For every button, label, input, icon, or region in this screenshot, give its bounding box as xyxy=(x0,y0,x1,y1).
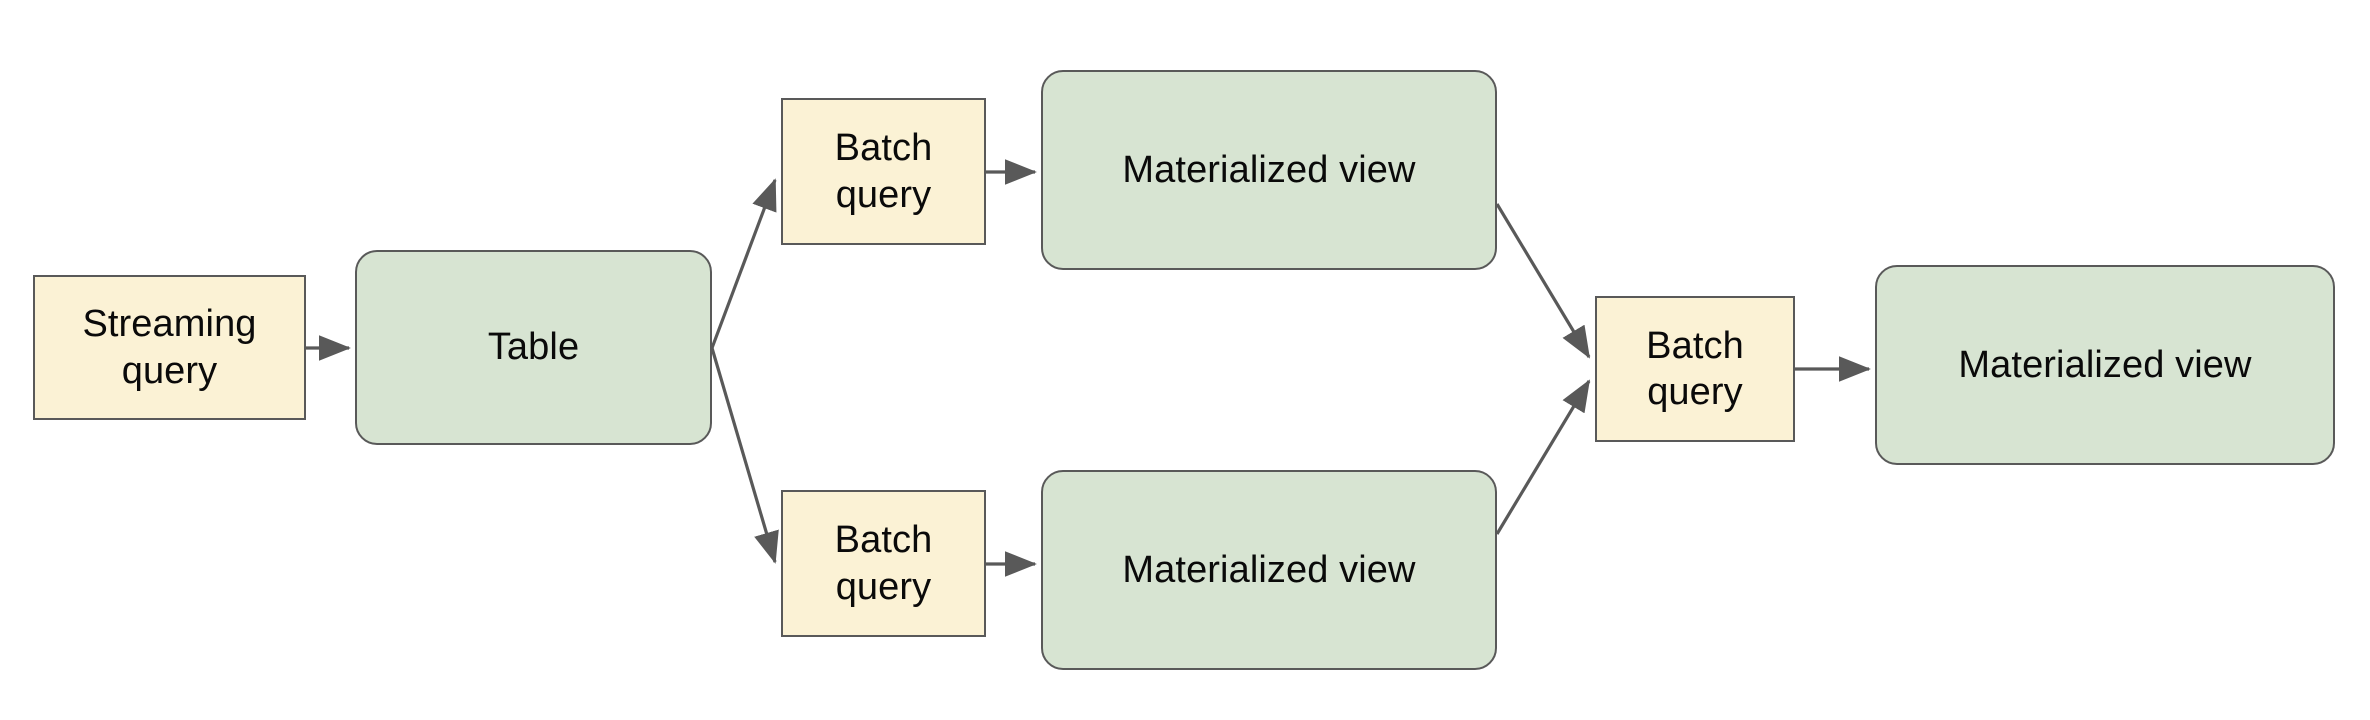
node-table[interactable]: Table xyxy=(355,250,712,445)
edge-table-to-batch-top xyxy=(710,178,777,349)
node-materialized-view-final[interactable]: Materialized view xyxy=(1875,265,2335,465)
node-batch-query-bottom[interactable]: Batch query xyxy=(781,490,986,637)
node-streaming-query[interactable]: Streaming query xyxy=(33,275,306,420)
node-batch-query-top-label: Batch query xyxy=(834,127,933,216)
node-materialized-view-top[interactable]: Materialized view xyxy=(1041,70,1497,270)
node-materialized-view-bottom-label: Materialized view xyxy=(1122,548,1416,591)
node-materialized-view-bottom[interactable]: Materialized view xyxy=(1041,470,1497,670)
node-batch-query-join-label: Batch query xyxy=(1646,324,1744,413)
node-materialized-view-final-label: Materialized view xyxy=(1958,343,2252,386)
edge-table-to-batch-bottom xyxy=(710,347,779,564)
edge-mv-top-to-batch-join xyxy=(1495,203,1591,359)
node-table-label: Table xyxy=(487,326,580,369)
node-batch-query-bottom-label: Batch query xyxy=(834,519,933,608)
node-materialized-view-top-label: Materialized view xyxy=(1122,148,1416,191)
node-batch-query-join[interactable]: Batch query xyxy=(1595,296,1795,442)
node-streaming-query-label: Streaming query xyxy=(82,303,257,392)
node-batch-query-top[interactable]: Batch query xyxy=(781,98,986,245)
edge-mv-bottom-to-batch-join xyxy=(1495,379,1591,535)
